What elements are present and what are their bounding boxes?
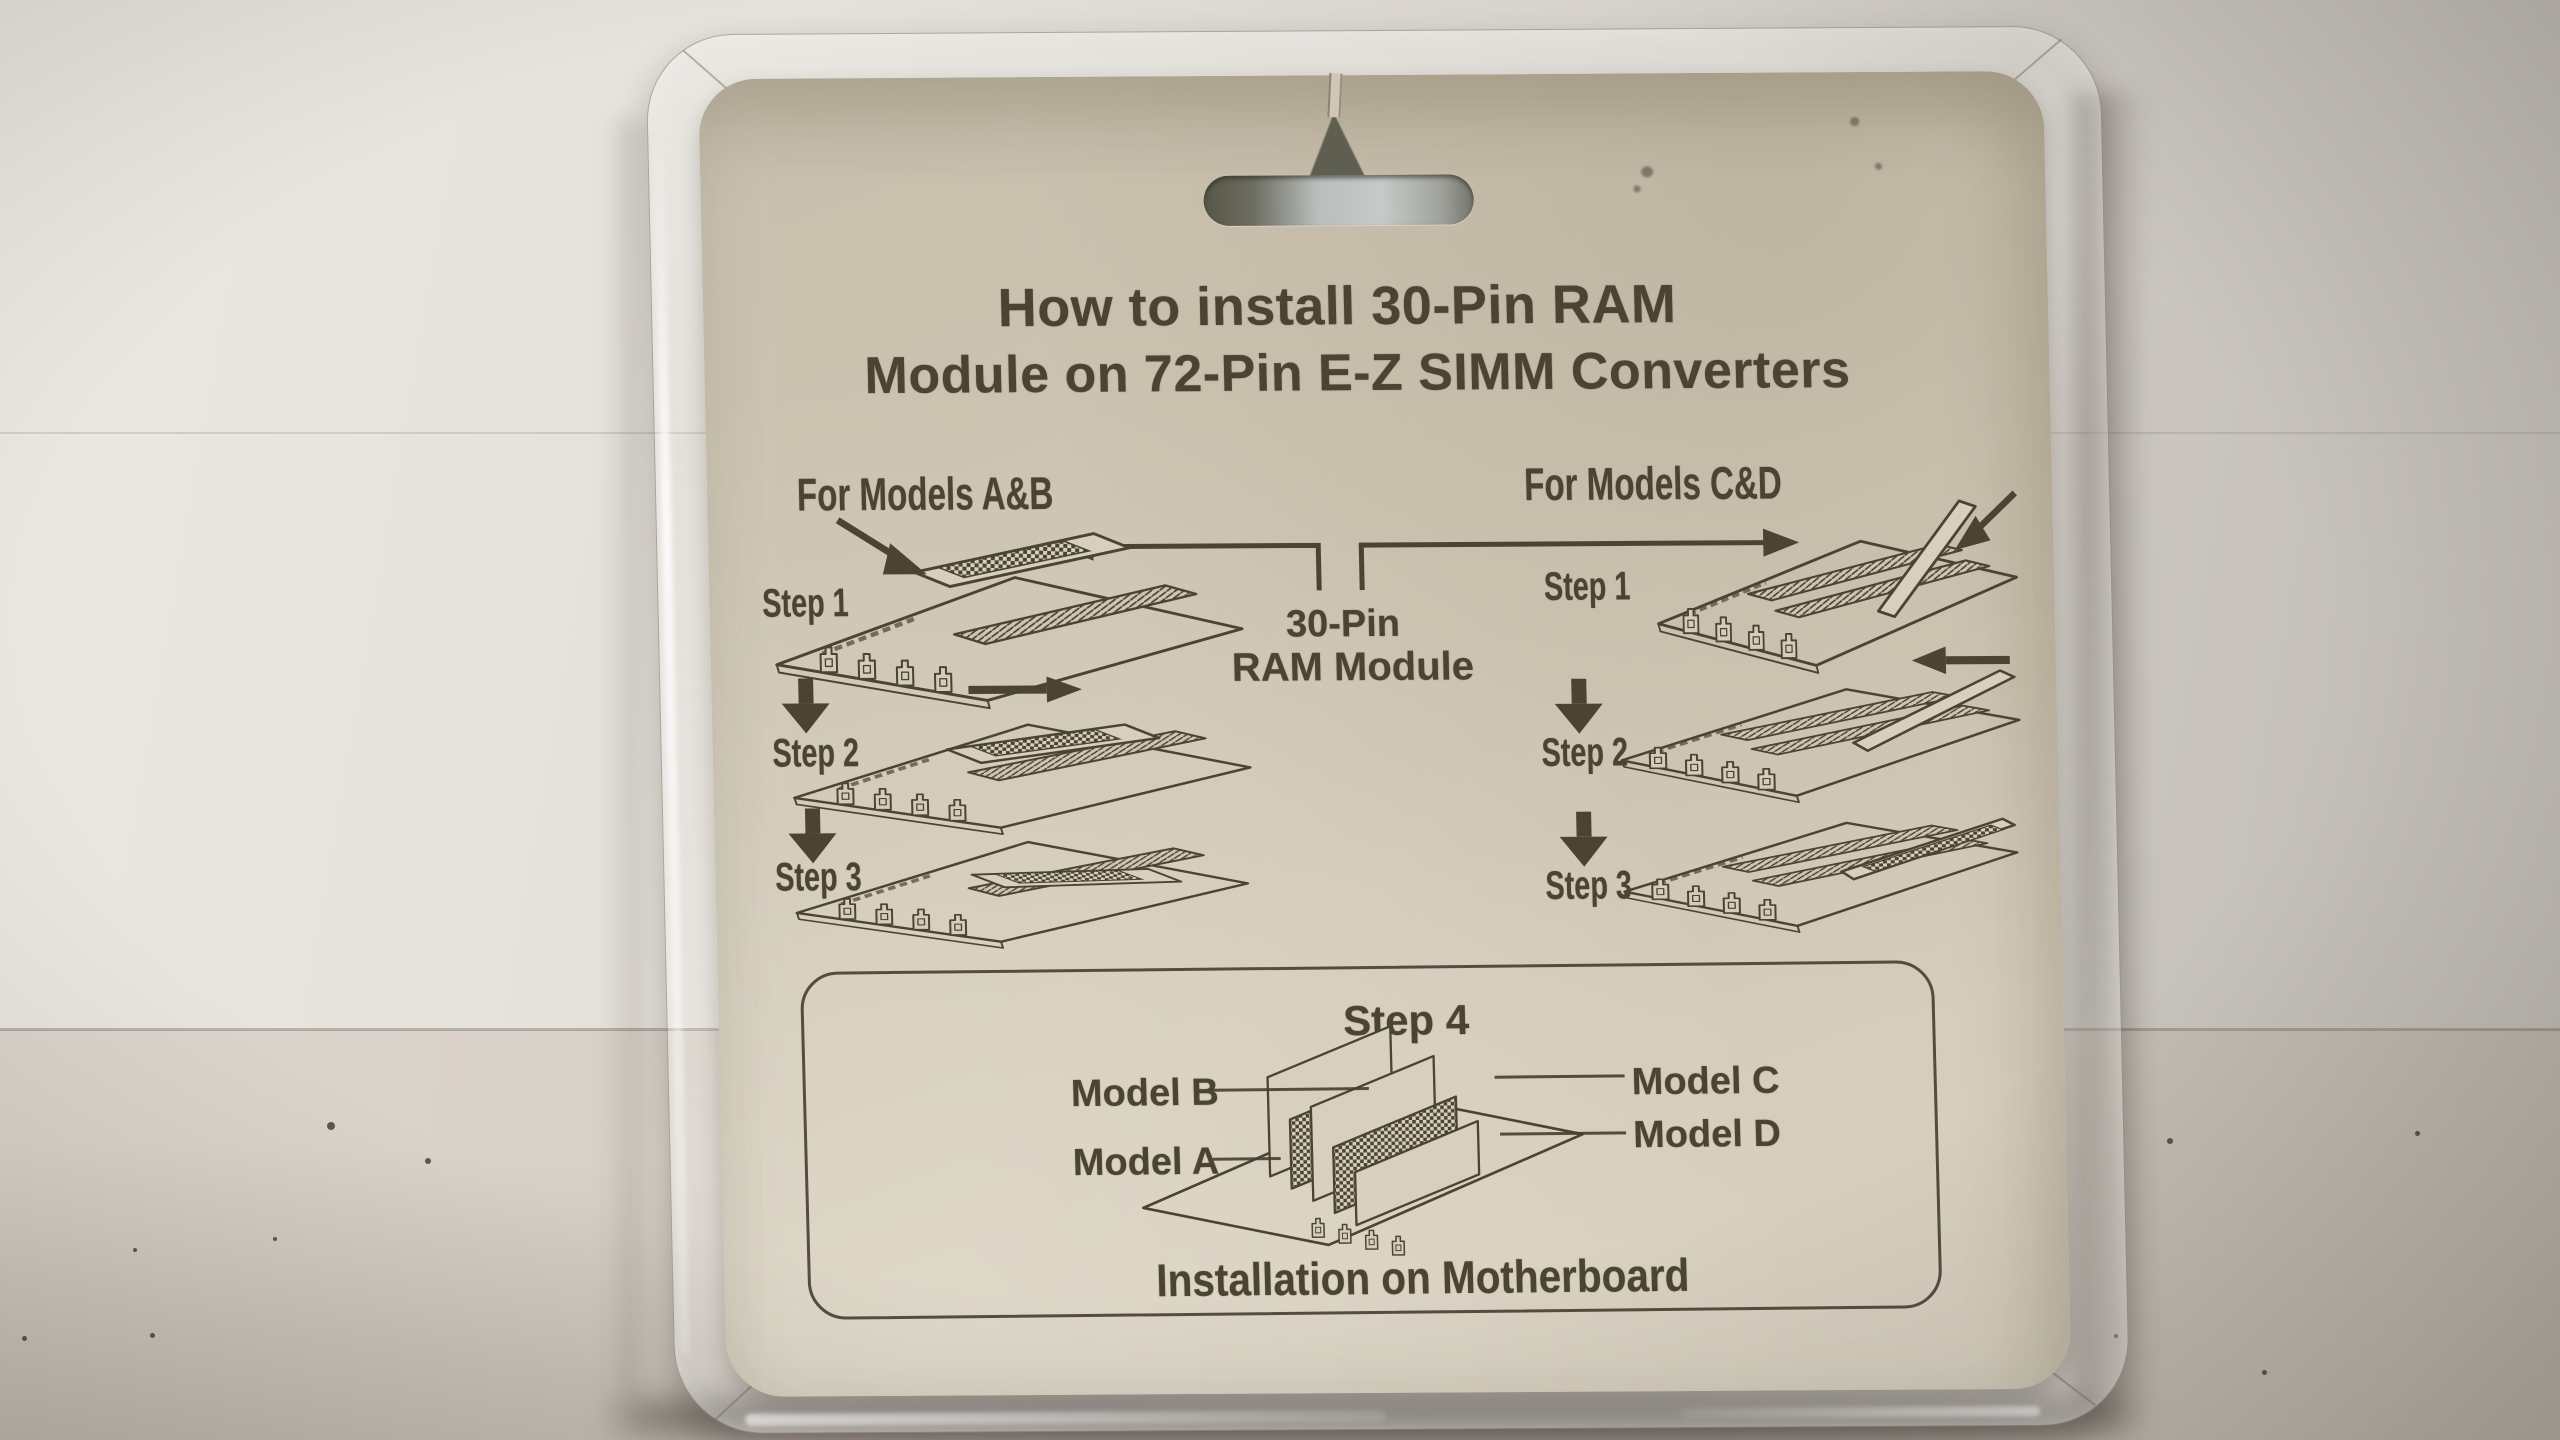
package-side-shadow-left [606,120,640,1400]
module-label-line-2: RAM Module [1231,644,1475,690]
table-speck [133,1248,137,1252]
insert-arrow-diagonal [1975,490,2017,532]
cd-step-1-label: Step 1 [1543,564,1631,609]
table-speck [2167,1138,2173,1144]
heading-models-ab: For Models A&B [796,466,1054,521]
title-line-2: Module on 72-Pin E-Z SIMM Converters [863,341,1852,406]
bracket-arrow-right [1762,528,1800,557]
cd-step-2-illustration [1614,646,2027,798]
label-model-c: Model C [1631,1059,1781,1104]
module-label-line-1: 30-Pin [1285,602,1401,646]
card-stain [1874,162,1883,170]
table-speck [150,1333,155,1338]
step4-box: Step 4 Model B Model A [799,960,1943,1320]
hang-hole-slot [1203,174,1475,227]
card-stain [1633,185,1641,193]
ab-step-1-illustration [766,517,1250,704]
slide-arrow-right [968,685,1047,695]
label-model-d: Model D [1632,1112,1782,1157]
label-model-b: Model B [1070,1071,1220,1116]
title-line-1: How to install 30-Pin RAM [997,274,1677,339]
step4-illustration [1142,1025,1584,1256]
ab-step-2-illustration [784,676,1257,831]
table-speck [327,1122,335,1130]
table-speck [2415,1131,2420,1136]
card-stain [1849,117,1860,127]
hang-tab-notch [1307,113,1366,178]
cd-step-1-illustration [1650,490,2024,668]
instruction-card: How to install 30-Pin RAM Module on 72-P… [697,70,2072,1397]
cd-step-3-illustration [1616,817,2024,928]
package-side-shadow [2074,92,2148,1412]
slide-arrow-left [1945,655,2010,665]
table-speck [425,1158,431,1164]
blister-package: How to install 30-Pin RAM Module on 72-P… [645,25,2131,1435]
card-stain [1641,166,1654,178]
table-speck [22,1336,27,1341]
flow-down-arrow [1554,678,1604,734]
ab-step-3-illustration [787,792,1255,945]
hang-tab-slit [1327,72,1343,118]
table-speck [2114,1334,2118,1338]
flow-down-arrow [1559,811,1609,867]
table-speck [2262,1370,2267,1375]
table-speck [273,1237,277,1241]
label-model-a: Model A [1072,1140,1220,1185]
step4-caption: Installation on Motherboard [1155,1248,1690,1307]
